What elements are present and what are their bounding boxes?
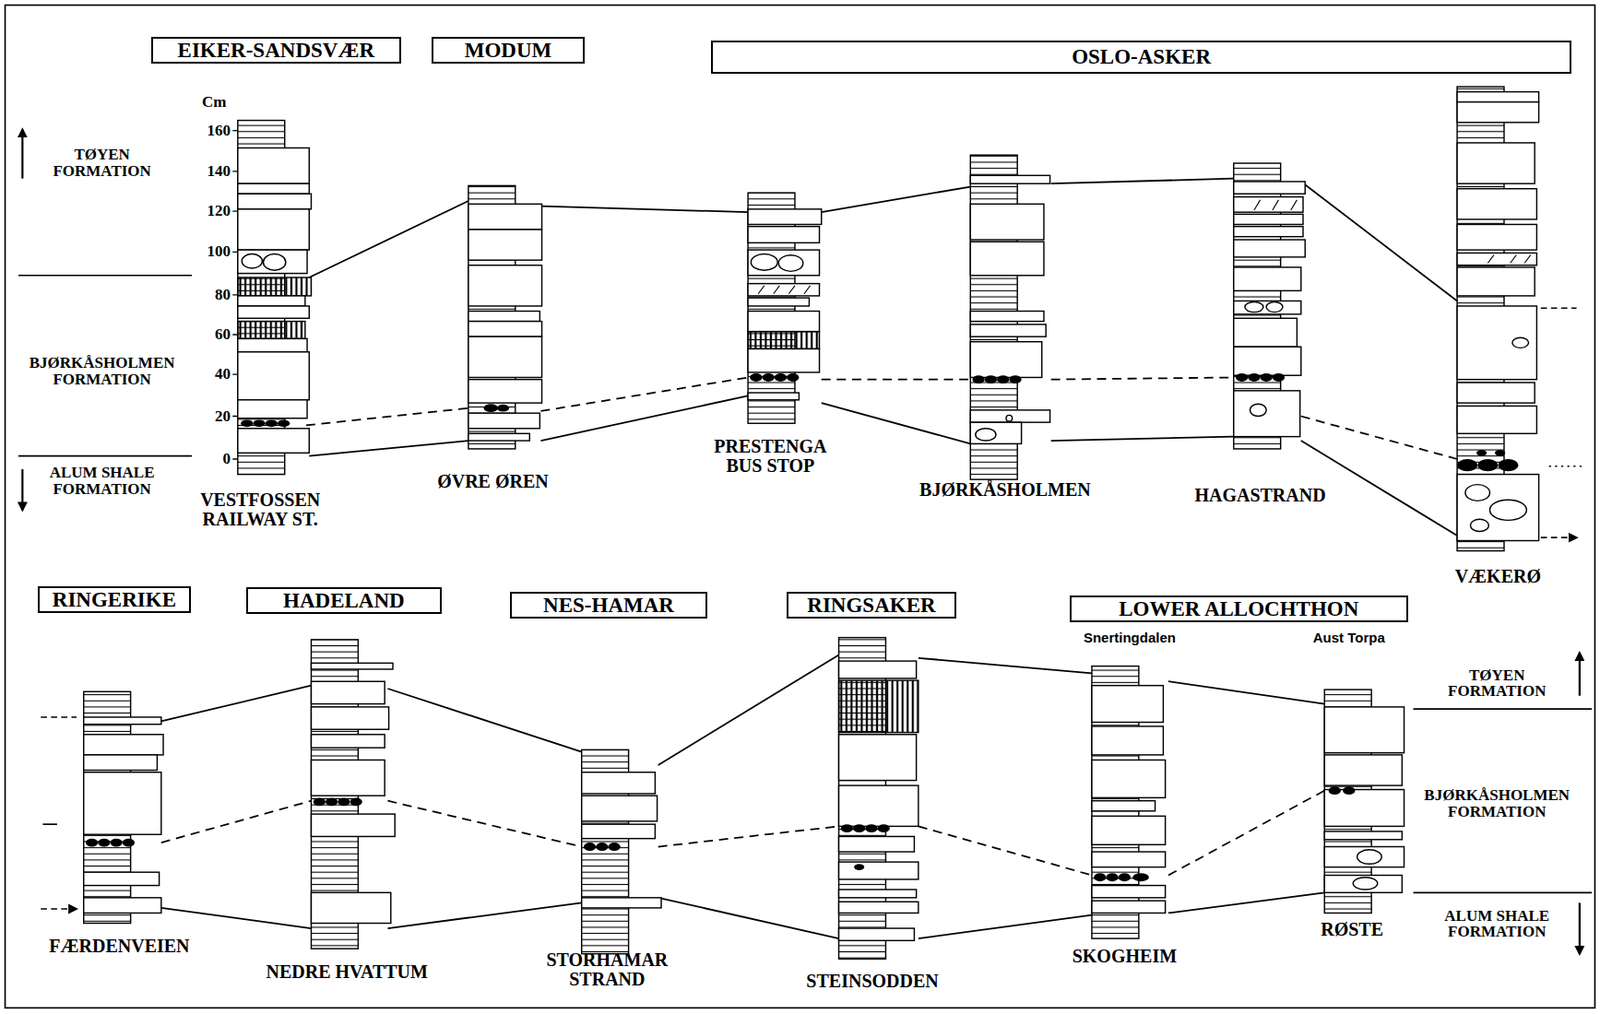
axis-value: 80 bbox=[214, 286, 231, 304]
section-label: STORHAMAR STRAND bbox=[537, 950, 676, 990]
region-box: LOWER ALLOCHTHON bbox=[1069, 595, 1409, 623]
section-label: BJØRKÅSHOLMEN bbox=[919, 480, 1091, 500]
region-box: NES-HAMAR bbox=[509, 592, 708, 619]
section-label: SKOGHEIM bbox=[1072, 947, 1177, 967]
region-name: MODUM bbox=[464, 39, 553, 61]
section-column bbox=[970, 154, 1050, 480]
region-box: EIKER-SANDSVÆR bbox=[151, 36, 402, 64]
region-name: OSLO-ASKER bbox=[1071, 46, 1211, 68]
section-label: HAGASTRAND bbox=[1194, 485, 1326, 506]
section-column bbox=[1233, 163, 1305, 450]
section-label: TØYEN FORMATION bbox=[1436, 667, 1557, 701]
region-name: NES-HAMAR bbox=[543, 594, 675, 617]
axis-value: 140 bbox=[207, 163, 232, 180]
section-label: VESTFOSSEN RAILWAY ST. bbox=[189, 490, 332, 530]
region-name: HADELAND bbox=[283, 590, 405, 612]
section-column bbox=[747, 192, 822, 424]
axis-value: 60 bbox=[214, 326, 231, 344]
section-label: NEDRE HVATTUM bbox=[266, 962, 428, 983]
section-column bbox=[581, 749, 662, 954]
region-name: RINGERIKE bbox=[52, 589, 177, 611]
region-box: RINGERIKE bbox=[37, 586, 191, 614]
section-label: FÆRDENVEIEN bbox=[48, 936, 190, 957]
frame bbox=[5, 5, 1596, 1009]
axis-value: 120 bbox=[207, 202, 232, 220]
section-label: STEINSODDEN bbox=[805, 971, 938, 992]
section-label: BJØRKÅSHOLMEN FORMATION bbox=[1411, 787, 1583, 821]
section-label: VÆKERØ bbox=[1455, 567, 1541, 587]
section-label: ØVRE ØREN bbox=[437, 472, 549, 492]
section-label: TØYEN FORMATION bbox=[42, 146, 163, 180]
section-column bbox=[1324, 689, 1404, 913]
axis-value: 100 bbox=[207, 243, 232, 261]
section-column bbox=[237, 120, 312, 475]
region-box: MODUM bbox=[431, 36, 585, 64]
section-column bbox=[1091, 666, 1166, 939]
section-label: ALUM SHALE FORMATION bbox=[16, 464, 188, 498]
section-column bbox=[839, 638, 919, 960]
axis-value: 0 bbox=[223, 450, 232, 468]
section-label: ALUM SHALE FORMATION bbox=[1411, 908, 1583, 942]
section-column bbox=[310, 640, 395, 949]
section-label: PRESTENGA BUS STOP bbox=[700, 437, 840, 476]
section-label: BJØRKÅSHOLMEN FORMATION bbox=[16, 355, 188, 389]
axis-value: 40 bbox=[214, 366, 231, 383]
region-name: LOWER ALLOCHTHON bbox=[1118, 598, 1359, 620]
region-box: RINGSAKER bbox=[786, 592, 957, 619]
section-label: Snertingdalen bbox=[1083, 630, 1176, 646]
region-box: HADELAND bbox=[246, 587, 442, 615]
region-name: RINGSAKER bbox=[806, 594, 936, 617]
axis-value: 20 bbox=[214, 408, 231, 426]
section-label: Cm bbox=[201, 94, 226, 111]
section-column bbox=[468, 185, 543, 450]
region-box: OSLO-ASKER bbox=[711, 40, 1572, 73]
section-label: RØSTE bbox=[1320, 920, 1384, 940]
correlation-lines bbox=[40, 178, 1582, 939]
section-column bbox=[83, 691, 164, 924]
section-label: Aust Torpa bbox=[1313, 630, 1386, 646]
axis-value: 160 bbox=[207, 122, 232, 140]
section-column bbox=[1457, 86, 1540, 552]
formation-guides bbox=[18, 130, 1592, 955]
region-name: EIKER-SANDSVÆR bbox=[177, 39, 375, 61]
